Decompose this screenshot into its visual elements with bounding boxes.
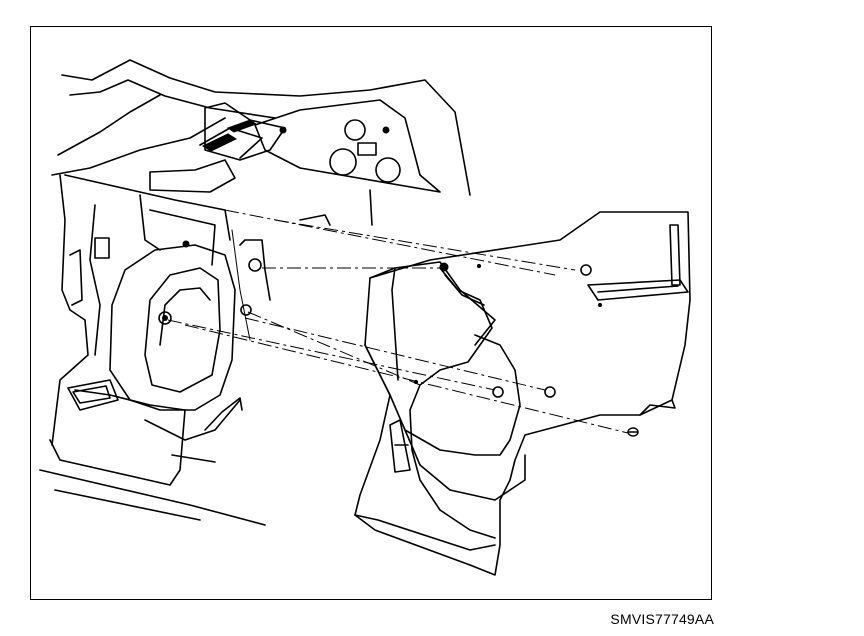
vehicle-body-structure bbox=[39, 59, 471, 526]
fastener-screw bbox=[627, 427, 639, 437]
figure-code: SMVIS77749AA bbox=[610, 611, 714, 627]
quarter-trim-panel bbox=[354, 211, 691, 576]
illustration-frame bbox=[30, 26, 712, 600]
alignment-lines bbox=[167, 209, 629, 434]
